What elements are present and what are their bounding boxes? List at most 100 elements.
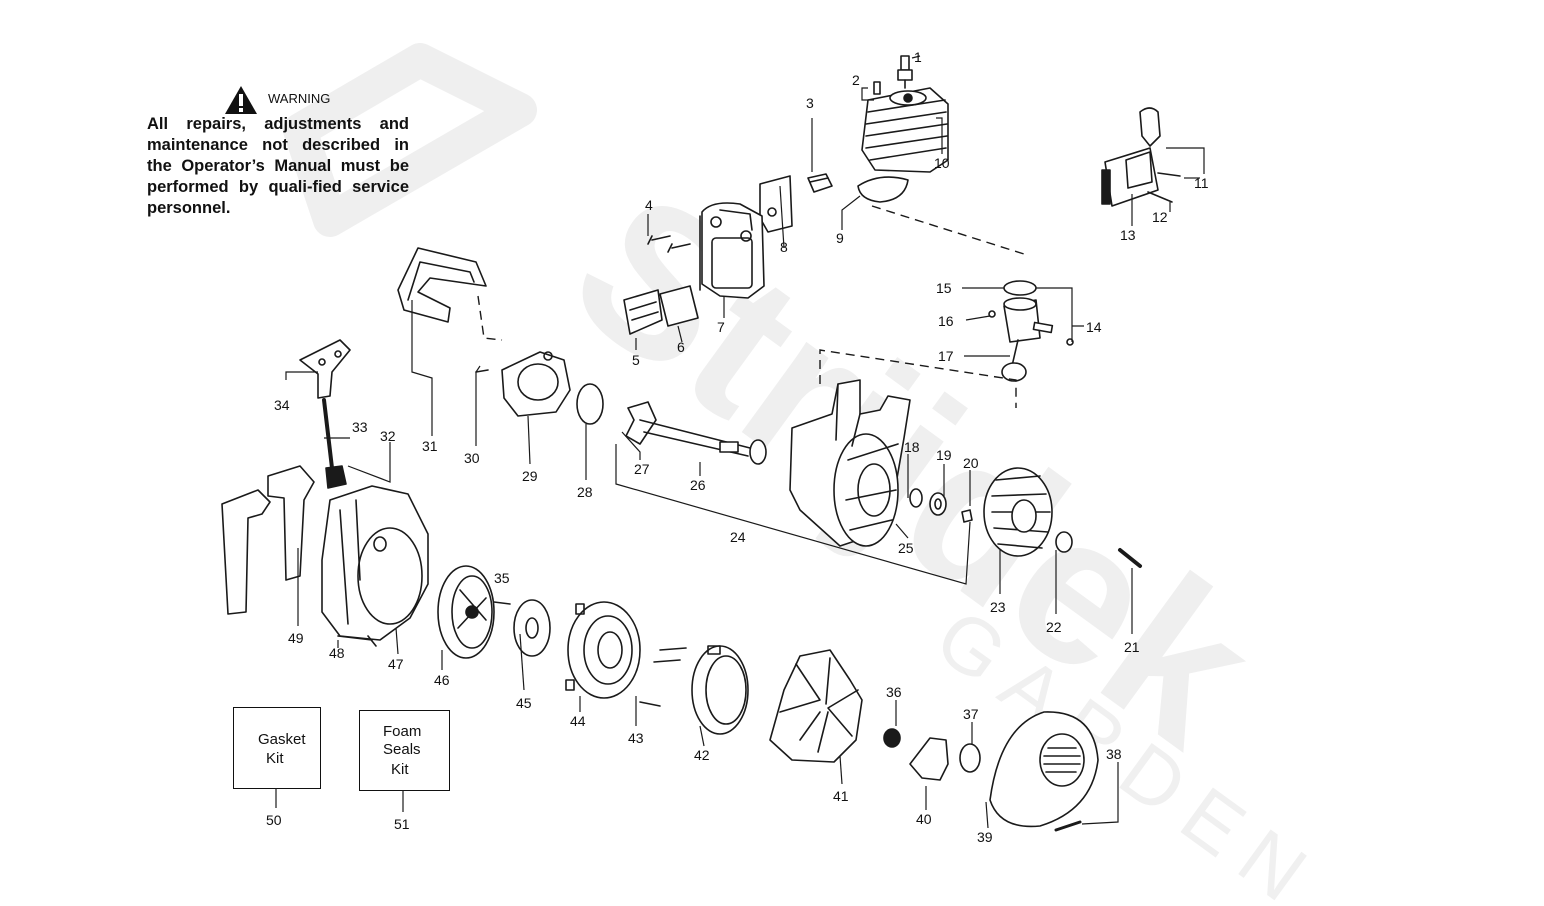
choke-knob [299,339,351,489]
part-label-35: 35 [494,570,510,586]
part-label-28: 28 [577,484,593,500]
pin-21 [1118,548,1142,568]
starter-pulley [437,565,495,659]
part-label-8: 8 [780,239,788,255]
part-label-39: 39 [977,829,993,845]
part-label-45: 45 [516,695,532,711]
bearing-19 [929,492,947,516]
part-label-49: 49 [288,630,304,646]
fan-housing-39 [989,711,1099,828]
part-label-12: 12 [1152,209,1168,225]
part-label-42: 42 [694,747,710,763]
part-label-10: 10 [934,155,950,171]
spark-arrestor [623,289,663,335]
o-ring-28 [576,383,604,425]
part-label-32: 32 [380,428,396,444]
key-20 [961,509,973,523]
kit-number-51: 51 [394,816,410,832]
part-label-17: 17 [938,348,954,364]
part-label-15: 15 [936,280,952,296]
part-label-40: 40 [916,811,932,827]
muffler-screw-2 [667,243,691,253]
spark-plug [897,55,913,89]
part-label-31: 31 [422,438,438,454]
part-label-18: 18 [904,439,920,455]
nut-36 [883,728,901,748]
intake-gasket-31 [397,247,487,323]
blower-housing [321,485,429,641]
intake-clip [807,173,833,193]
part-label-23: 23 [990,599,1006,615]
bearing-18 [909,488,923,508]
part-label-7: 7 [717,319,725,335]
part-label-43: 43 [628,730,644,746]
warning-text: All repairs, adjustments and maintenance… [147,115,409,217]
part-label-48: 48 [329,645,345,661]
foam-kit-label-2: Seals [383,741,421,758]
part-label-37: 37 [963,706,979,722]
part-label-5: 5 [632,352,640,368]
muffler [699,202,765,299]
screw-35 [493,601,511,605]
part-label-1: 1 [914,49,922,65]
fan-impeller [769,649,863,763]
washer-22 [1055,531,1073,553]
bushing-37 [959,743,981,773]
foam-seal-a [221,489,271,615]
part-label-4: 4 [645,197,653,213]
dashed-connectors [477,205,1025,408]
part-label-19: 19 [936,447,952,463]
part-label-9: 9 [836,230,844,246]
crankshaft [625,401,751,457]
part-label-38: 38 [1106,746,1122,762]
leader-lines [275,55,1205,829]
part-label-34: 34 [274,397,290,413]
starter-assembly [565,601,641,699]
cylinder [861,81,949,173]
cylinder-gasket [857,176,909,203]
flywheel [983,467,1053,557]
screw-30 [475,369,489,373]
crank-seal [749,439,767,465]
part-label-20: 20 [963,455,979,471]
part-label-41: 41 [833,788,849,804]
foam-seal-b [267,465,315,581]
muffler-gasket [659,285,699,327]
kit-number-50: 50 [266,812,282,828]
fan-cover-42 [691,645,749,735]
muffler-screw-1 [647,235,671,245]
part-label-29: 29 [522,468,538,484]
part-label-16: 16 [938,313,954,329]
part-label-25: 25 [898,540,914,556]
foam-kit-label-1: Foam [383,723,422,740]
heat-shield [759,175,793,233]
part-label-33: 33 [352,419,368,435]
part-label-36: 36 [886,684,902,700]
screw-38 [1054,820,1082,832]
part-label-47: 47 [388,656,404,672]
screw-48 [337,635,377,647]
piston-assembly [988,280,1074,382]
part-label-21: 21 [1124,639,1140,655]
clutch-40 [909,737,949,781]
intake-adapter [501,351,571,417]
part-label-2: 2 [852,72,860,88]
part-label-24: 24 [730,529,746,545]
warning-icon [225,86,257,114]
foam-seals-kit-box: Foam Seals Kit [359,710,450,791]
ignition-module [1101,107,1181,207]
part-label-14: 14 [1086,319,1102,335]
part-label-6: 6 [677,339,685,355]
gasket-kit-box: Gasket Kit [233,707,321,789]
gasket-kit-label-2: Kit [266,750,284,767]
part-label-46: 46 [434,672,450,688]
part-label-44: 44 [570,713,586,729]
screws-43 [639,647,687,707]
part-label-11: 11 [1194,175,1209,191]
part-label-26: 26 [690,477,706,493]
part-label-22: 22 [1046,619,1062,635]
